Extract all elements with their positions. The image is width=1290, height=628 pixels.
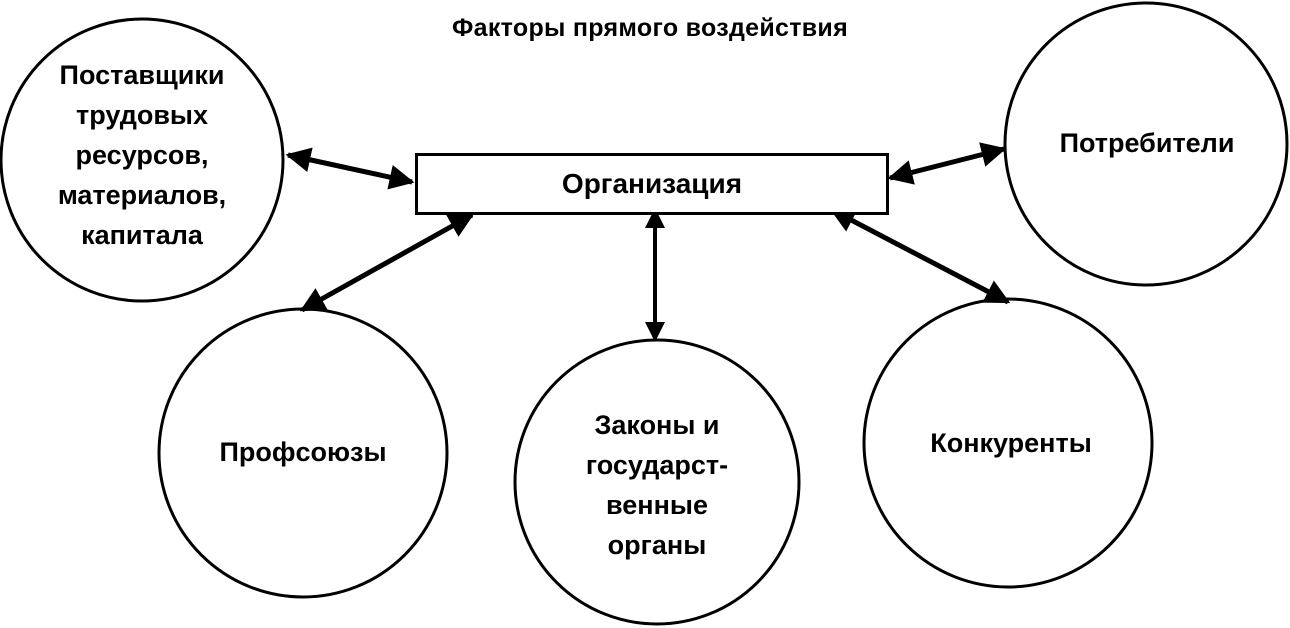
node-label-laws: Законы и государст- венные органы [586, 405, 728, 565]
node-label-line: материалов, [57, 180, 227, 210]
arrow-organization-competitors [829, 207, 1011, 305]
node-label-line: венные [606, 490, 708, 520]
node-label-suppliers: Поставщики трудовых ресурсов, материалов… [58, 55, 226, 255]
node-label-line: трудовых [75, 100, 208, 130]
node-label-line: ресурсов, [75, 140, 209, 170]
node-label-line: капитала [81, 220, 203, 250]
node-label-line: Законы и [594, 410, 720, 440]
diagram-title: Факторы прямого воздействия [452, 14, 848, 42]
node-label-line: Профсоюзы [219, 437, 387, 467]
node-label-line: государст- [585, 450, 729, 480]
organization-label: Организация [561, 168, 743, 199]
node-label-consumers: Потребители [1060, 123, 1235, 163]
node-label-trade-unions: Профсоюзы [219, 432, 386, 472]
node-label-line: органы [607, 530, 707, 560]
node-label-line: Конкуренты [930, 428, 1092, 458]
node-label-line: Потребители [1059, 128, 1235, 158]
node-label-line: Поставщики [59, 60, 225, 90]
node-circle-suppliers [0, 17, 285, 303]
arrow-organization-trade-unions [299, 212, 475, 313]
node-label-competitors: Конкуренты [930, 423, 1092, 463]
arrow-organization-consumers [887, 142, 1007, 185]
arrow-organization-suppliers [285, 147, 415, 190]
organization-box: Организация [415, 153, 889, 215]
